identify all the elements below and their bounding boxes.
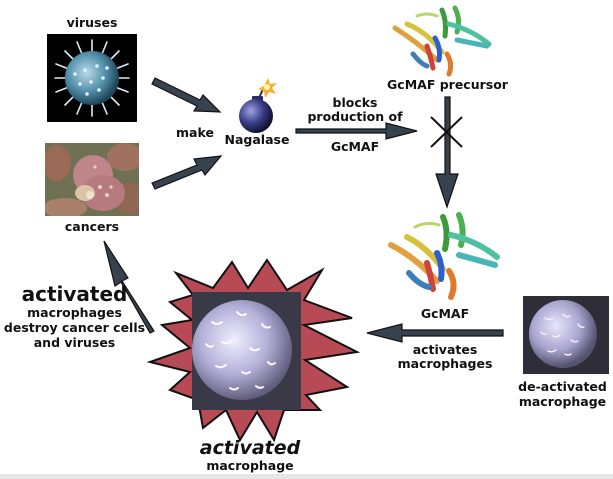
nagalase-label: Nagalase [224, 132, 290, 147]
arrow-activated-to-cancers [103, 240, 155, 334]
arrow-viruses-to-nagalase [151, 77, 222, 113]
virus-particle-image [47, 34, 137, 122]
deactivated-label: de-activated [518, 379, 607, 394]
make-label: make [176, 125, 214, 140]
gcmaf-precursor-protein-icon [392, 5, 492, 77]
blocked-gcmaf-label: GcMAF [330, 139, 380, 154]
cancer-cell-icon [45, 143, 139, 216]
bottom-bar [0, 474, 613, 479]
arrow-precursor-to-gcmaf [435, 96, 459, 209]
block-x-mark [430, 116, 463, 148]
destroy-line-2: destroy cancer cells [3, 320, 146, 335]
gcmaf-precursor-label: GcMAF precursor [387, 77, 508, 92]
protein-structure-image [385, 207, 505, 303]
protein-structure-image [387, 2, 502, 78]
destroy-line-1: macrophages [27, 305, 122, 320]
destroy-line-3: and viruses [33, 335, 116, 350]
macrophage-image [523, 296, 609, 374]
activated-macrophage-title: activated [199, 437, 301, 459]
gcmaf-label: GcMAF [420, 306, 470, 321]
activated-macrophage-label: macrophage [206, 458, 294, 473]
production-of-label: production of [307, 109, 403, 124]
blocks-label: blocks [332, 95, 378, 110]
cancers-label: cancers [64, 219, 120, 234]
viruses-label: viruses [66, 15, 118, 30]
arrow-nagalase-to-precursor [295, 122, 418, 140]
macrophages-label: macrophages [397, 356, 493, 371]
activates-label: activates [412, 342, 478, 357]
virus-icon [54, 39, 130, 117]
deactivated-macrophage-icon [529, 300, 597, 368]
deactivated-macrophage-label: macrophage [518, 394, 607, 409]
bomb-icon [232, 76, 282, 134]
activated-macrophage-icon [192, 292, 301, 410]
gcmaf-protein-icon [388, 212, 500, 300]
macrophage-starburst-image [192, 292, 301, 410]
activated-heading: activated [21, 282, 128, 306]
arrow-cancers-to-nagalase [151, 155, 223, 190]
cancer-cell-image [45, 143, 139, 216]
arrow-deactivated-to-activated [366, 323, 504, 343]
